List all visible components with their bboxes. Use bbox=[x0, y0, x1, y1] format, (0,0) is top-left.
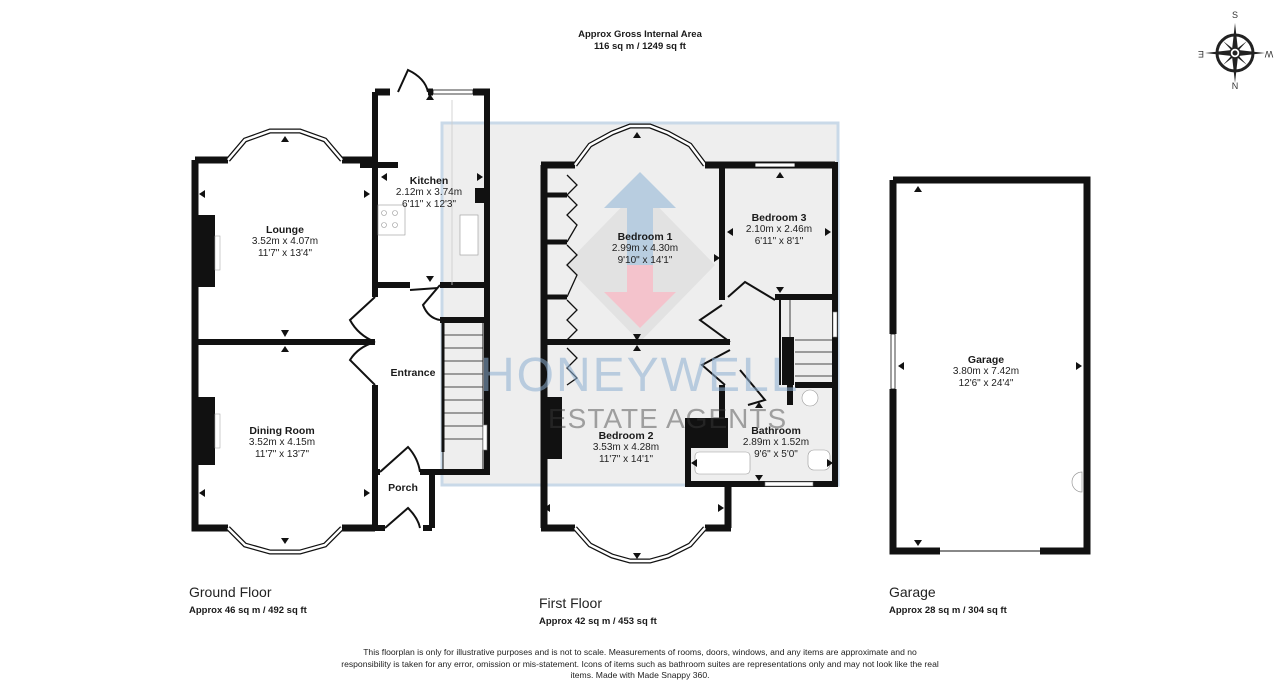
compass-rose-icon: S N E W bbox=[1198, 10, 1273, 91]
compass-north-label: N bbox=[1232, 81, 1239, 91]
room-porch: Porch bbox=[388, 482, 418, 494]
room-metric: 3.52m x 4.15m bbox=[248, 437, 316, 448]
floor-title-ground: Ground Floor bbox=[189, 584, 272, 600]
room-metric: 2.10m x 2.46m bbox=[745, 224, 813, 235]
room-bedroom-2: Bedroom 2 3.53m x 4.28m 11'7" x 14'1" bbox=[593, 430, 659, 466]
room-dining-room: Dining Room 3.52m x 4.15m 11'7" x 13'7" bbox=[249, 425, 315, 461]
gross-internal-area: Approx Gross Internal Area 116 sq m / 12… bbox=[540, 29, 740, 53]
watermark-tagline-text: ESTATE AGENTS bbox=[548, 403, 788, 434]
floor-area-first: Approx 42 sq m / 453 sq ft bbox=[539, 616, 657, 627]
room-name: Garage bbox=[967, 354, 1005, 366]
compass-east-label: E bbox=[1198, 49, 1204, 59]
room-imperial: 9'10" x 14'1" bbox=[617, 255, 673, 266]
compass-south-label: S bbox=[1232, 10, 1238, 20]
room-name: Bedroom 1 bbox=[617, 231, 673, 243]
room-name: Bathroom bbox=[751, 425, 801, 437]
room-imperial: 11'7" x 13'4" bbox=[257, 248, 313, 259]
room-imperial: 12'6" x 24'4" bbox=[958, 378, 1014, 389]
room-imperial: 6'11" x 12'3" bbox=[401, 199, 457, 210]
room-name: Lounge bbox=[266, 224, 304, 236]
room-name: Kitchen bbox=[409, 175, 449, 187]
room-name: Entrance bbox=[390, 367, 436, 379]
floor-area-ground: Approx 46 sq m / 492 sq ft bbox=[189, 605, 307, 616]
floor-area-garage: Approx 28 sq m / 304 sq ft bbox=[889, 605, 1007, 616]
room-imperial: 11'7" x 14'1" bbox=[598, 454, 654, 465]
room-name: Bedroom 3 bbox=[751, 212, 807, 224]
garage-plan bbox=[889, 176, 1091, 555]
compass-west-label: W bbox=[1264, 49, 1273, 59]
room-imperial: 6'11" x 8'1" bbox=[754, 236, 804, 247]
room-garage: Garage 3.80m x 7.42m 12'6" x 24'4" bbox=[953, 354, 1019, 390]
room-metric: 3.80m x 7.42m bbox=[952, 366, 1020, 377]
ground-floor-plan bbox=[191, 68, 490, 555]
gross-area-value: 116 sq m / 1249 sq ft bbox=[594, 41, 686, 52]
gross-area-title: Approx Gross Internal Area bbox=[578, 29, 702, 40]
room-name: Dining Room bbox=[249, 425, 315, 437]
room-bedroom-1: Bedroom 1 2.99m x 4.30m 9'10" x 14'1" bbox=[612, 231, 678, 267]
room-bedroom-3: Bedroom 3 2.10m x 2.46m 6'11" x 8'1" bbox=[746, 212, 812, 248]
room-metric: 3.52m x 4.07m bbox=[251, 236, 319, 247]
room-kitchen: Kitchen 2.12m x 3.74m 6'11" x 12'3" bbox=[396, 175, 462, 211]
floor-title-garage: Garage bbox=[889, 584, 936, 600]
first-floor-plan bbox=[540, 123, 838, 564]
room-imperial: 9'6" x 5'0" bbox=[754, 449, 798, 460]
room-name: Bedroom 2 bbox=[598, 430, 654, 442]
room-name: Porch bbox=[388, 482, 418, 494]
room-lounge: Lounge 3.52m x 4.07m 11'7" x 13'4" bbox=[252, 224, 318, 260]
watermark-brand-text: HONEYWELL bbox=[480, 349, 800, 402]
room-metric: 3.53m x 4.28m bbox=[592, 442, 660, 453]
watermark-logo bbox=[440, 121, 840, 487]
room-bathroom: Bathroom 2.89m x 1.52m 9'6" x 5'0" bbox=[743, 425, 809, 461]
room-metric: 2.89m x 1.52m bbox=[742, 437, 810, 448]
room-imperial: 11'7" x 13'7" bbox=[254, 449, 310, 460]
disclaimer-text: This floorplan is only for illustrative … bbox=[341, 647, 939, 680]
floor-title-first: First Floor bbox=[539, 595, 602, 611]
room-metric: 2.99m x 4.30m bbox=[611, 243, 679, 254]
room-metric: 2.12m x 3.74m bbox=[395, 187, 463, 198]
room-entrance: Entrance bbox=[391, 367, 436, 379]
